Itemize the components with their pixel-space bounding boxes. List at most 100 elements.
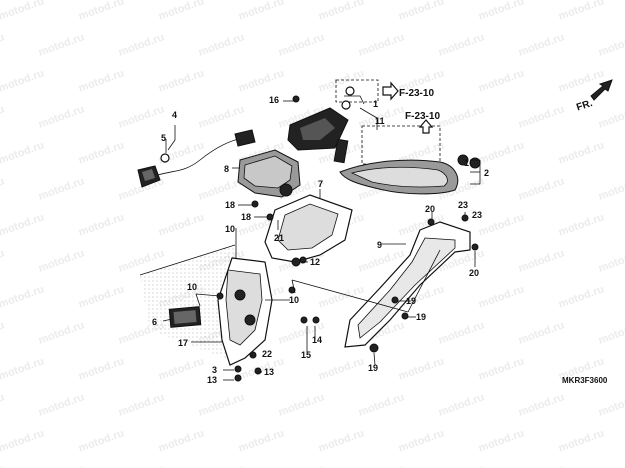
watermark-text: motod.ru [37,247,86,275]
watermark-text: motod.ru [37,175,86,203]
watermark-text: motod.ru [157,355,206,383]
watermark-text: motod.ru [0,355,46,383]
watermark-text: motod.ru [237,355,286,383]
inner-fender [264,194,353,267]
front-arrow-icon [590,79,613,101]
watermark-text: motod.ru [437,319,486,347]
callout-1-upper: 1 [373,99,378,109]
reflector-bracket [237,149,301,198]
watermark-text: motod.ru [477,0,526,23]
watermark-text: motod.ru [77,211,126,239]
watermark-text: motod.ru [557,283,606,311]
watermark-text: motod.ru [37,31,86,59]
watermark-text: motod.ru [437,103,486,131]
watermark-text: motod.ru [237,67,286,95]
watermark-text: motod.ru [0,31,6,59]
ref-code-upper: F-23-10 [399,88,434,99]
watermark-text: motod.ru [597,463,625,468]
watermark-text: motod.ru [317,67,366,95]
callout-21: 21 [274,233,284,243]
watermark-text: motod.ru [557,211,606,239]
leader-lines [162,100,481,381]
watermark-text: motod.ru [477,211,526,239]
watermark-text: motod.ru [317,283,366,311]
watermark-text: motod.ru [597,103,625,131]
watermark-text: motod.ru [597,31,625,59]
watermark-text: motod.ru [157,0,206,23]
watermark-text: motod.ru [317,427,366,455]
callout-19-b: 19 [406,296,416,306]
callout-11: 11 [375,116,385,126]
watermark-text: motod.ru [77,427,126,455]
watermark-text: motod.ru [437,31,486,59]
callout-8: 8 [224,164,229,174]
watermark-text: motod.ru [277,391,326,419]
watermark-text: motod.ru [0,391,6,419]
watermark-text: motod.ru [0,283,46,311]
ref-arrow-lower [418,119,434,134]
watermark-text: motod.ru [197,103,246,131]
callout-10-c: 10 [289,295,299,305]
watermark-text: motod.ru [37,463,86,468]
watermark-text: motod.ru [77,139,126,167]
watermark-text: motod.ru [157,67,206,95]
watermark-text: motod.ru [157,211,206,239]
watermark-text: motod.ru [597,247,625,275]
watermark-text: motod.ru [0,463,6,468]
watermark-text: motod.ru [357,31,406,59]
watermark-text: motod.ru [557,0,606,23]
watermark-text: motod.ru [0,247,6,275]
watermark-text: motod.ru [0,103,6,131]
watermark-text: motod.ru [117,391,166,419]
watermark-text: motod.ru [0,0,46,23]
callout-23-b: 23 [472,210,482,220]
watermark-text: motod.ru [517,247,566,275]
harness-assembly [137,129,256,188]
watermark-text: motod.ru [317,355,366,383]
watermark-text: motod.ru [477,283,526,311]
license-bracket [217,257,290,366]
watermark-text: motod.ru [157,139,206,167]
watermark-text: motod.ru [157,427,206,455]
callout-12: 12 [310,257,320,267]
watermark-text: motod.ru [0,319,6,347]
watermark-text: motod.ru [517,175,566,203]
rear-fender-stay [344,221,471,348]
leader [167,125,176,151]
license-light-unit [287,86,365,164]
watermark-text: motod.ru [37,391,86,419]
callout-23-a: 23 [458,200,468,210]
watermark-text: motod.ru [397,0,446,23]
watermark-text: motod.ru [77,355,126,383]
watermark-text: motod.ru [477,427,526,455]
watermark-text: motod.ru [397,355,446,383]
callout-20-b: 20 [469,268,479,278]
watermark-text: motod.ru [277,463,326,468]
watermark-text: motod.ru [197,391,246,419]
watermark-text: motod.ru [37,103,86,131]
watermark-text: motod.ru [397,427,446,455]
callout-18-b: 18 [241,212,251,222]
watermark-text: motod.ru [197,31,246,59]
watermark-text: motod.ru [277,31,326,59]
watermark-text: motod.ru [477,67,526,95]
watermark-text: motod.ru [517,103,566,131]
watermark-text: motod.ru [597,319,625,347]
callout-10-a: 10 [225,224,235,234]
callout-4: 4 [172,110,177,120]
watermark-text: motod.ru [77,0,126,23]
callout-22: 22 [262,349,272,359]
callout-19-c: 19 [416,312,426,322]
watermark-text: motod.ru [237,0,286,23]
watermark-text: motod.ru [237,427,286,455]
watermark-text: motod.ru [317,0,366,23]
ref-arrow-upper [382,81,399,101]
callout-16: 16 [269,95,279,105]
watermark-text: motod.ru [77,67,126,95]
callout-7: 7 [318,179,323,189]
watermark-text: motod.ru [557,139,606,167]
callout-19-a: 19 [368,363,378,373]
shade-edge [139,244,236,276]
watermark-text: motod.ru [77,283,126,311]
